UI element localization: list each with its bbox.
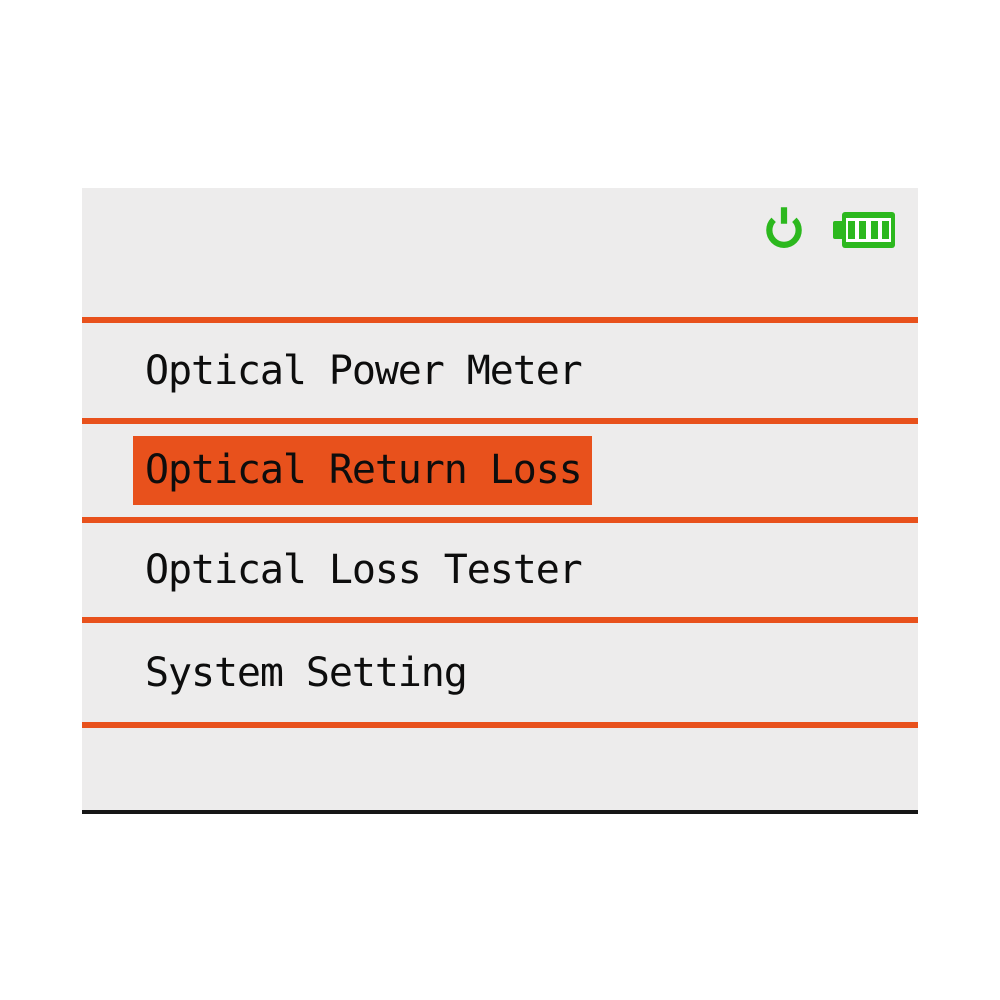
menu-divider <box>82 418 918 424</box>
battery-bar <box>859 221 867 239</box>
battery-level-indicator <box>846 218 891 242</box>
menu-divider <box>82 517 918 523</box>
menu-divider <box>82 617 918 623</box>
menu-item-label: System Setting <box>145 649 468 696</box>
menu-item-optical-return-loss[interactable]: Optical Return Loss <box>82 424 918 517</box>
menu-item-optical-loss-tester[interactable]: Optical Loss Tester <box>82 523 918 617</box>
status-bar <box>82 188 918 317</box>
menu-item-optical-power-meter[interactable]: Optical Power Meter <box>82 323 918 418</box>
menu-divider <box>82 317 918 323</box>
battery-body <box>842 212 895 248</box>
menu-divider <box>82 722 918 728</box>
battery-bar <box>881 221 889 239</box>
menu-item-label: Optical Power Meter <box>145 347 583 394</box>
battery-bar <box>870 221 878 239</box>
menu-item-label: Optical Loss Tester <box>145 547 583 593</box>
device-screen-panel: Optical Power Meter Optical Return Loss … <box>82 188 918 814</box>
battery-terminal <box>833 221 844 239</box>
menu-item-system-setting[interactable]: System Setting <box>82 623 918 722</box>
power-icon <box>762 203 806 250</box>
battery-icon <box>833 212 895 248</box>
footer-empty-area <box>82 728 918 810</box>
menu-item-label-selected: Optical Return Loss <box>133 436 592 505</box>
battery-bar <box>848 221 855 239</box>
